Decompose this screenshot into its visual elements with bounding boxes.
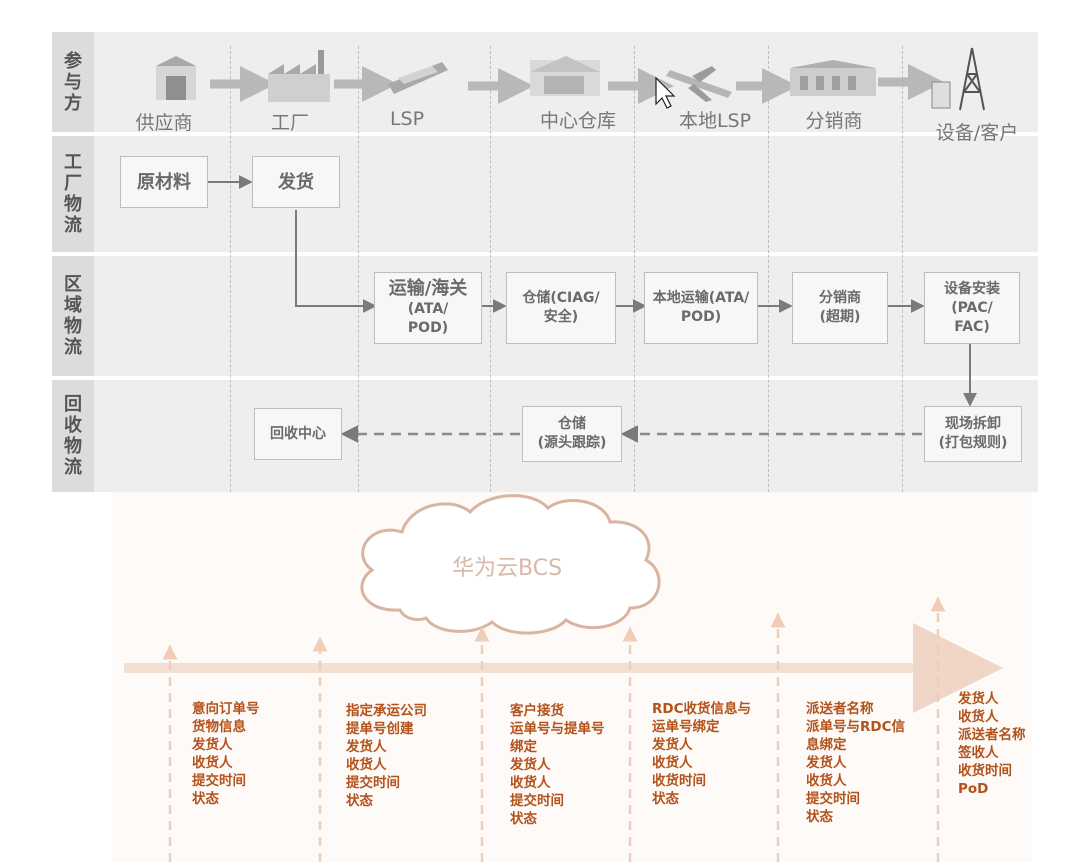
- factory-icon: [268, 50, 330, 102]
- info-column-1: 意向订单号货物信息发货人收货人提交时间状态: [192, 701, 260, 807]
- column-divider: [634, 46, 635, 492]
- logistics-swimlane-diagram: 参与方 工厂物流 区域物流 回收物流: [52, 32, 1038, 492]
- recycle-center-box: 回收中心: [254, 408, 342, 460]
- plane-icon: [666, 66, 732, 102]
- column-divider: [490, 46, 491, 492]
- participant-label: 本地LSP: [678, 110, 752, 132]
- local-transport-box: 本地运输(ATA/ POD): [644, 272, 758, 344]
- cloud-label: 华为云BCS: [452, 556, 563, 581]
- row-label-participants: 参与方: [52, 32, 94, 132]
- equipment-install-box: 设备安装 (PAC/ FAC): [924, 272, 1020, 344]
- participant-label: 供应商: [135, 112, 193, 134]
- row-label-factory: 工厂物流: [52, 136, 94, 252]
- row-label-regional: 区域物流: [52, 256, 94, 376]
- distributor-icon: [790, 60, 876, 96]
- info-column-2: 指定承运公司提单号创建发货人收货人提交时间状态: [346, 703, 427, 809]
- raw-material-box: 原材料: [120, 156, 208, 208]
- source-storage-box: 仓储 (源头跟踪): [522, 406, 622, 462]
- column-divider: [768, 46, 769, 492]
- participant-label: LSP: [389, 108, 425, 130]
- ship-icon: [388, 62, 448, 94]
- storage-box: 仓储(CIAG/ 安全): [506, 272, 616, 344]
- transport-customs-box: 运输/海关 (ATA/ POD): [374, 272, 482, 344]
- warehouse-icon: [530, 56, 600, 96]
- column-divider: [902, 46, 903, 492]
- factory-band: [52, 136, 1038, 252]
- shipping-box: 发货: [252, 156, 340, 208]
- row-label-recycle: 回收物流: [52, 380, 94, 492]
- participant-label: 分销商: [805, 110, 863, 132]
- info-column-5: 派送者名称派单号与RDC信息绑定发货人收货人提交时间状态: [806, 701, 906, 825]
- cloud-icon: [360, 494, 661, 635]
- onsite-dismantle-box: 现场拆卸 (打包规则): [924, 406, 1022, 462]
- mouse-cursor-icon: [655, 76, 676, 109]
- column-divider: [358, 46, 359, 492]
- diagram-graphics: [156, 47, 985, 443]
- participant-label: 设备/客户: [935, 122, 1019, 144]
- tower-icon: [931, 47, 985, 111]
- supplier-icon: [156, 56, 196, 100]
- flow-arrow: [295, 210, 377, 313]
- column-divider: [230, 46, 231, 492]
- distributor-box: 分销商 (超期): [792, 272, 888, 344]
- info-column-3: 客户接货运单号与提单号绑定发货人收货人提交时间状态: [510, 703, 605, 827]
- participant-label: 工厂: [270, 112, 309, 134]
- participant-label: 中心仓库: [539, 110, 616, 132]
- info-column-4: RDC收货信息与运单号绑定发货人收货人收货时间状态: [652, 701, 752, 807]
